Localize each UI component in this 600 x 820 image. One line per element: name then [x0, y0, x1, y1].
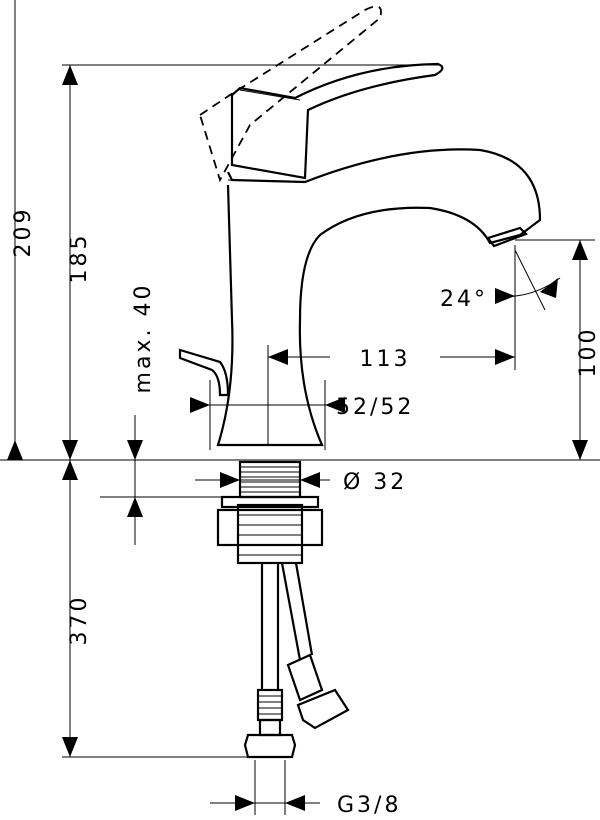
dimension-52-52: 52/52 — [190, 395, 414, 420]
label-209: 209 — [11, 207, 36, 258]
label-24-deg: 24° — [440, 287, 488, 312]
dimension-24-deg: 24° — [440, 277, 561, 312]
dimension-100: 100 — [572, 240, 600, 460]
label-diameter-32: Ø 32 — [343, 470, 407, 495]
label-113: 113 — [360, 347, 411, 372]
faucet-outline — [178, 5, 542, 759]
dimension-max-40: max. 40 — [127, 283, 156, 545]
label-100: 100 — [576, 327, 600, 378]
dimension-diameter-32: Ø 32 — [195, 470, 407, 495]
dimension-113: 113 — [268, 347, 515, 372]
dimension-370: 370 — [62, 460, 92, 757]
dimension-185: 185 — [62, 65, 92, 460]
label-g3-8: G3/8 — [337, 793, 401, 818]
label-185: 185 — [67, 233, 92, 284]
label-52-52: 52/52 — [336, 395, 414, 420]
label-max-40: max. 40 — [131, 283, 156, 394]
extension-lines — [0, 64, 600, 815]
dimension-g3-8: G3/8 — [210, 793, 401, 818]
dimension-209: 209 — [7, 0, 36, 460]
label-370: 370 — [67, 595, 92, 646]
